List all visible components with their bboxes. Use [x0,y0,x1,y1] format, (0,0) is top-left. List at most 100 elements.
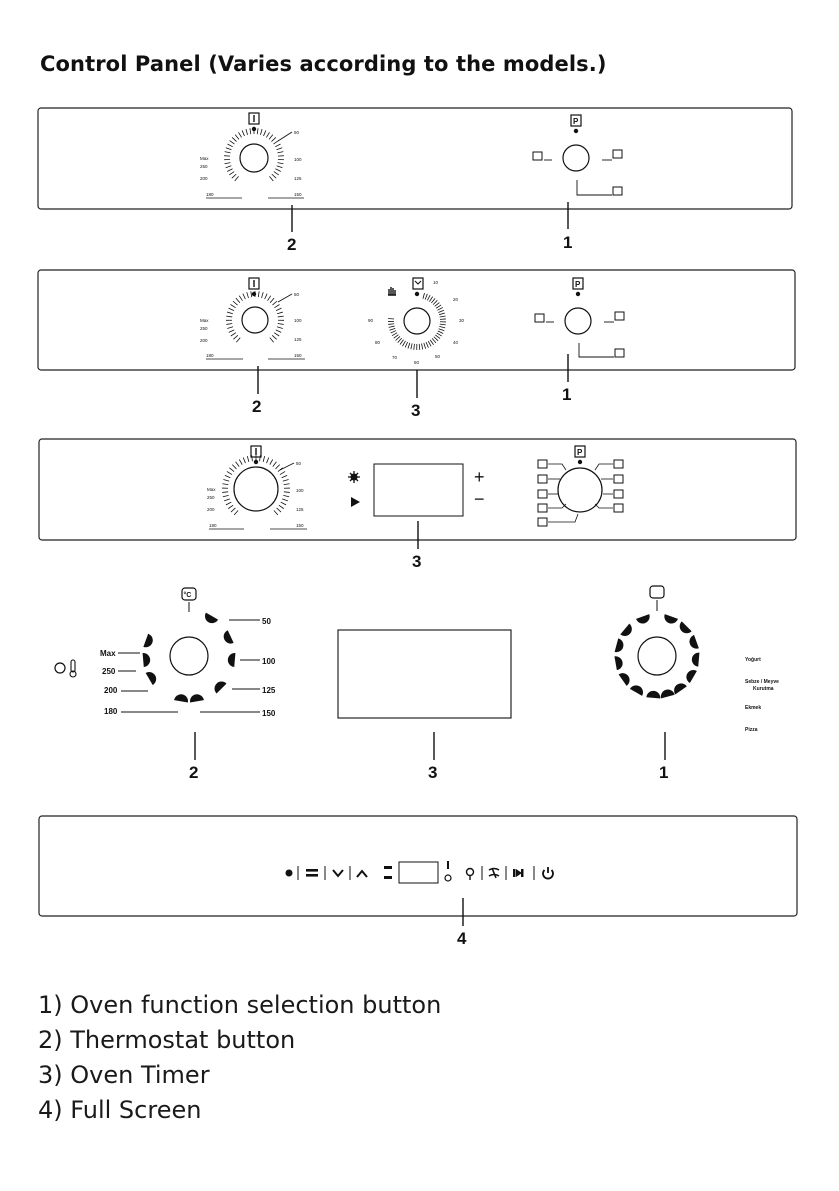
tick-mark [242,293,246,300]
temperature-position-mark [174,694,189,703]
callout-2: 2 [252,397,261,416]
panel-1-frame [37,107,793,210]
callout-3: 3 [412,552,421,571]
tick-mark [393,334,399,339]
tick-mark [257,291,260,298]
panel-5: 4 [38,815,798,948]
tick-mark [410,343,413,350]
fan-icon[interactable] [488,867,500,879]
scale-label: 200 [207,507,215,512]
tick-mark [256,128,259,135]
tick-mark [235,297,241,303]
fan-bottom-icon [537,503,548,513]
minus-button[interactable]: − [474,489,485,509]
tick-mark [421,343,424,350]
temperature-position-mark [227,653,236,667]
thermostat-pointer-dot [251,291,257,297]
panel-2-function-selector: P [534,277,625,358]
panel-3-digital-timer: + − [348,463,485,517]
power-icon[interactable] [542,867,554,880]
top-bottom-heat-icon [614,348,625,358]
menu-icon[interactable] [306,869,318,877]
play-icon[interactable] [351,497,360,507]
tick-mark [235,461,240,467]
temperature-position-mark [142,653,151,667]
thermostat-knob[interactable] [239,143,269,173]
temperature-position-mark [189,694,204,703]
tick-mark [431,338,437,344]
tick-mark [439,312,445,316]
clock-set-icon[interactable] [348,471,360,483]
tick-mark [277,315,284,318]
tick-mark [433,336,439,342]
function-position-mark [686,670,697,684]
program-icon: P [574,445,586,458]
tick-mark [229,467,235,472]
function-selector-knob[interactable] [564,307,592,335]
selection-bars-icon [384,866,392,879]
tick-mark [262,456,266,463]
start-pause-icon[interactable] [513,869,524,877]
scale-label: 125 [294,337,302,342]
digital-display [398,861,439,884]
control-panel-diagram: 50 100 125 150 Max 250 200 180 P [37,107,798,948]
tick-mark [431,298,436,304]
function-position-mark [629,685,643,696]
thermostat-knob-large[interactable] [169,636,209,676]
tick-mark [435,304,442,309]
tick-mark [402,340,406,347]
thermo-icon [248,112,260,125]
function-selector-knob-large[interactable] [637,636,677,676]
tick-mark [238,459,243,465]
down-arrow-icon[interactable] [332,869,344,878]
function-position-mark [691,652,700,667]
panel-1-thermostat: 50 100 125 150 Max 250 200 180 [200,112,304,199]
panel-1: 50 100 125 150 Max 250 200 180 P [37,107,793,254]
function-position-mark [614,638,624,653]
tick-mark [224,162,231,165]
thermostat-knob[interactable] [233,466,279,512]
tick-mark [224,498,230,502]
thermostat-tick-arc [222,455,290,516]
tick-mark [277,311,284,315]
timer-knob[interactable] [403,307,431,335]
panel-2-thermostat: 50 100 125 150 Max 250 200 180 [200,277,305,360]
function-position-mark [674,683,687,695]
tick-mark [234,176,239,182]
tick-mark [276,147,283,151]
temperature-position-mark [143,633,153,648]
tick-mark [232,464,237,470]
scale-label: 150 [296,523,304,528]
function-selector-knob[interactable] [562,144,590,172]
scale-label: 50 [294,292,300,297]
power-dot-icon[interactable] [285,869,293,877]
key-icon[interactable] [465,867,475,881]
svg-text:P: P [575,280,581,289]
temperature-position-mark [205,612,219,624]
tick-mark [439,315,446,318]
scale-label: Max [100,649,116,658]
tick-mark [238,295,243,301]
panel-1-function-selector: P [532,114,623,196]
tick-mark [283,491,290,493]
function-selector-knob[interactable] [557,467,603,513]
panel-3: 50 100 125 150 Max 250 200 180 + − P [38,438,797,571]
timer-mark-label: 10 [433,280,439,285]
legend-item-3: 3) Oven Timer [38,1061,210,1089]
tick-mark [277,162,284,165]
tick-mark [226,311,233,315]
up-arrow-icon[interactable] [356,869,368,878]
tick-mark [399,339,404,345]
plus-button[interactable]: + [474,467,485,487]
panel-3-thermostat: 50 100 125 150 Max 250 200 180 [207,445,307,530]
tick-mark [425,341,429,348]
thermostat-knob[interactable] [241,306,269,334]
callout-3: 3 [411,401,420,420]
tick-mark [388,318,395,320]
tick-mark [246,292,249,299]
tick-mark [438,309,445,313]
timer-mark-label: 20 [453,297,459,302]
tick-mark [273,332,280,337]
scale-label: 200 [104,686,118,695]
selector-pointer-dot [573,128,579,134]
